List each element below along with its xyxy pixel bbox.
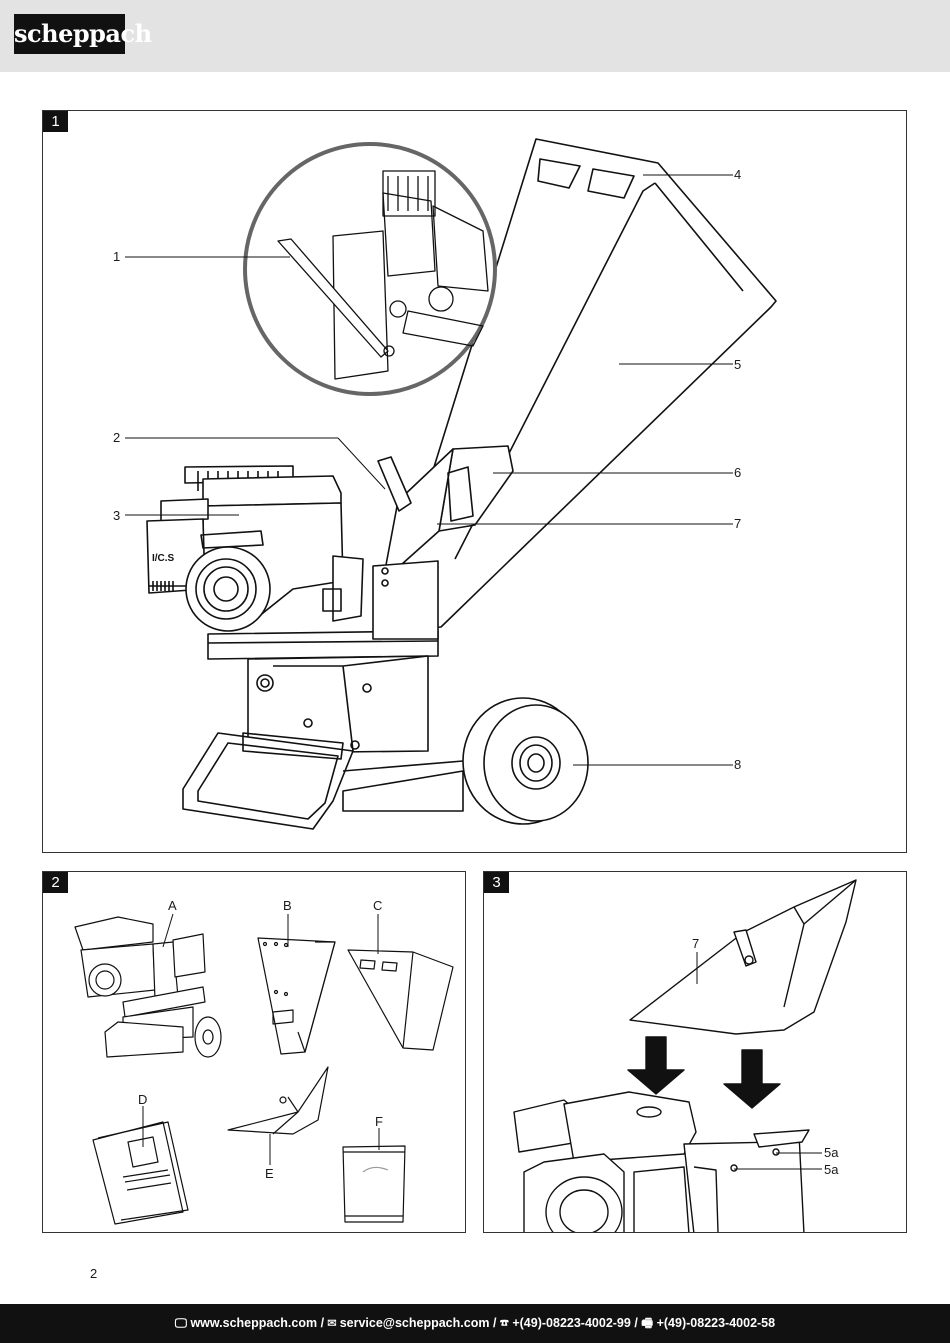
- callout-1: 1: [113, 249, 120, 264]
- fax-number: +(49)-08223-4002-58: [656, 1316, 776, 1330]
- item-C: C: [373, 898, 382, 913]
- email-link[interactable]: service@scheppach.com: [339, 1316, 490, 1330]
- figure-2-drawing: A B C D E F: [74, 898, 454, 1225]
- fax-icon: 🖷: [641, 1316, 654, 1330]
- phone-number: +(49)-08223-4002-99: [512, 1316, 631, 1330]
- page-header: scheppach: [0, 0, 950, 72]
- page-number: 2: [90, 1266, 98, 1281]
- figure-number: 3: [484, 872, 509, 893]
- separator: /: [492, 1316, 497, 1330]
- figure-2-panel: 2: [42, 871, 466, 1233]
- item-E: E: [265, 1166, 274, 1181]
- callout-4: 4: [734, 167, 741, 182]
- engine-plate-label: I/C.S: [152, 553, 175, 564]
- mail-icon: ✉: [327, 1316, 337, 1330]
- website-link[interactable]: www.scheppach.com: [190, 1316, 318, 1330]
- figure-number: 2: [43, 872, 68, 893]
- label-7: 7: [692, 936, 699, 951]
- item-A: A: [168, 898, 177, 913]
- figure-number: 1: [43, 111, 68, 132]
- label-5a-lower: 5a: [824, 1162, 839, 1177]
- figure-3-panel: 3: [483, 871, 907, 1233]
- callout-6: 6: [734, 465, 741, 480]
- monitor-icon: 🖵: [174, 1316, 187, 1330]
- item-B: B: [283, 898, 292, 913]
- callout-2: 2: [113, 430, 120, 445]
- brand-logo: scheppach: [14, 14, 152, 54]
- label-5a-upper: 5a: [824, 1145, 839, 1160]
- page-footer: 🖵 www.scheppach.com / ✉ service@scheppac…: [0, 1304, 950, 1343]
- separator: /: [634, 1316, 638, 1330]
- separator: /: [320, 1316, 325, 1330]
- item-D: D: [138, 1092, 147, 1107]
- figure-1-panel: 1: [42, 110, 907, 853]
- callout-8: 8: [734, 757, 741, 772]
- callout-3: 3: [113, 508, 120, 523]
- figure-3-drawing: 7 5a 5a: [513, 879, 857, 1232]
- callout-5: 5: [734, 357, 741, 372]
- figure-1-drawing: I/C.S: [113, 138, 777, 830]
- phone-icon: ☎: [499, 1316, 509, 1330]
- callout-7: 7: [734, 516, 741, 531]
- item-F: F: [375, 1114, 383, 1129]
